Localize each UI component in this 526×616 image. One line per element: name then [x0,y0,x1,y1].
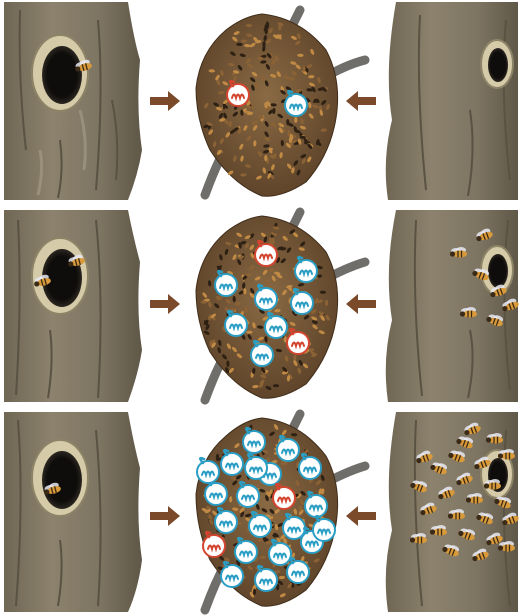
row-2 [4,210,518,402]
arrow-right-3 [150,506,180,526]
left-nest-site-1 [4,2,142,200]
swarm-cluster-3 [196,414,365,610]
swarm-cluster-1 [196,10,365,196]
cavity-left-1 [42,46,82,104]
bee-texture-dot [226,361,229,367]
tree-trunk-right-1 [386,2,518,200]
arrow-left-2 [346,294,376,314]
bee-texture-dot [246,24,252,27]
bee-texture-dot [273,384,279,387]
row-1 [4,2,518,200]
row-3 [4,412,518,612]
arrow-right-2 [150,294,180,314]
left-nest-site-3 [4,412,142,612]
swarm-cluster-2 [196,212,365,400]
bee-texture-dot [320,291,326,294]
tree-trunk-right-2 [386,210,518,402]
cavity-right-1 [488,48,508,82]
cavity-left-3 [42,451,82,509]
arrow-right-1 [150,91,180,111]
arrow-left-3 [346,506,376,526]
right-nest-site-2 [386,210,518,402]
left-nest-site-2 [4,210,142,402]
cavity-right-2 [488,254,508,288]
arrow-left-1 [346,91,376,111]
right-nest-site-1 [386,2,518,200]
